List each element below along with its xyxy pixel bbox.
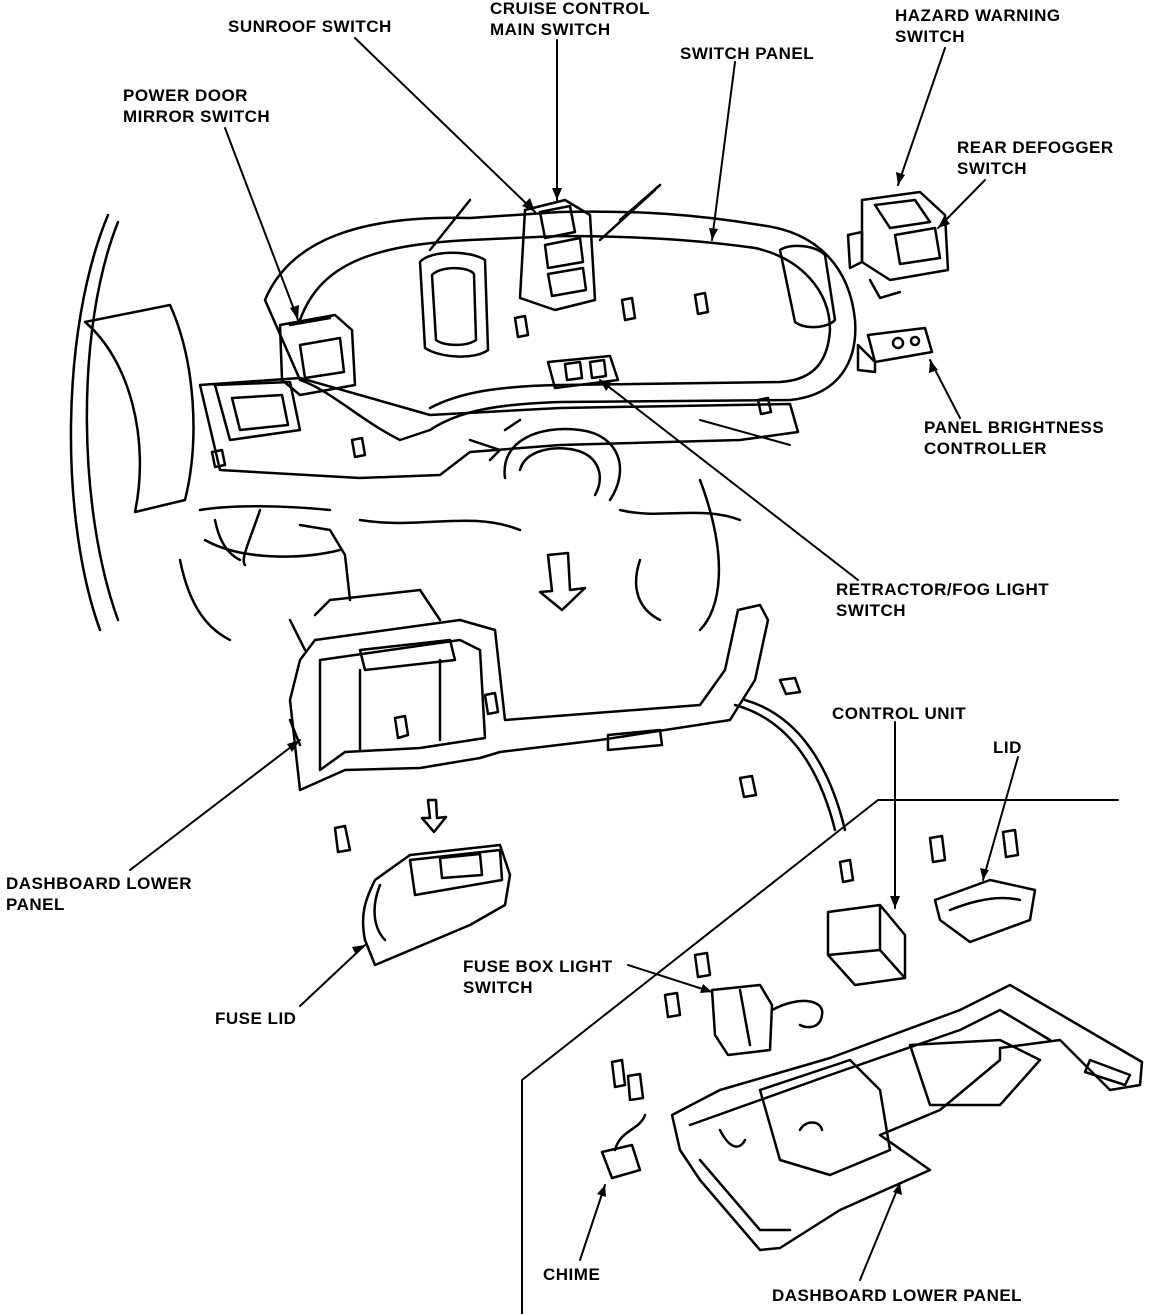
cluster-screws [210,291,773,469]
power-mirror-switch-part [278,313,357,397]
leader-lines [129,37,1019,1281]
label-switch-panel: SWITCH PANEL [680,44,815,63]
label-lid: LID [993,738,1022,757]
label-control-unit: CONTROL UNIT [832,704,967,723]
panel-brightness-controller-part [856,326,934,374]
label-dashboard-lower-panel-bottom: DASHBOARD LOWER PANEL [772,1286,1023,1305]
left-dash-pad [83,303,195,514]
down-arrow-main [538,551,587,612]
label-fuse-lid: FUSE LID [215,1009,297,1028]
lid-part [928,828,1037,944]
fuse-box-light-switch-part [663,951,824,1057]
label-chime: CHIME [543,1265,601,1284]
wire-harness-arc [733,703,837,832]
retractor-fog-switch-part [546,354,620,390]
down-arrow-fuse-lid [420,798,448,834]
control-unit-part [826,858,907,987]
label-sunroof-switch: SUNROOF SWITCH [228,17,392,36]
instrument-cluster-housing [178,183,857,642]
dashboard-lower-panel-part [213,508,802,854]
inset-frame [521,799,1119,1314]
steering-wheel-rim [69,213,120,632]
dashboard-lower-panel-bottom-part [670,983,1144,1252]
cruise-control-switch-part [518,198,597,312]
hazard-defogger-switch-part [846,190,950,300]
chime-part [600,1058,647,1180]
fuse-lid-part [361,843,512,967]
leader-arrowheads [287,172,989,1197]
